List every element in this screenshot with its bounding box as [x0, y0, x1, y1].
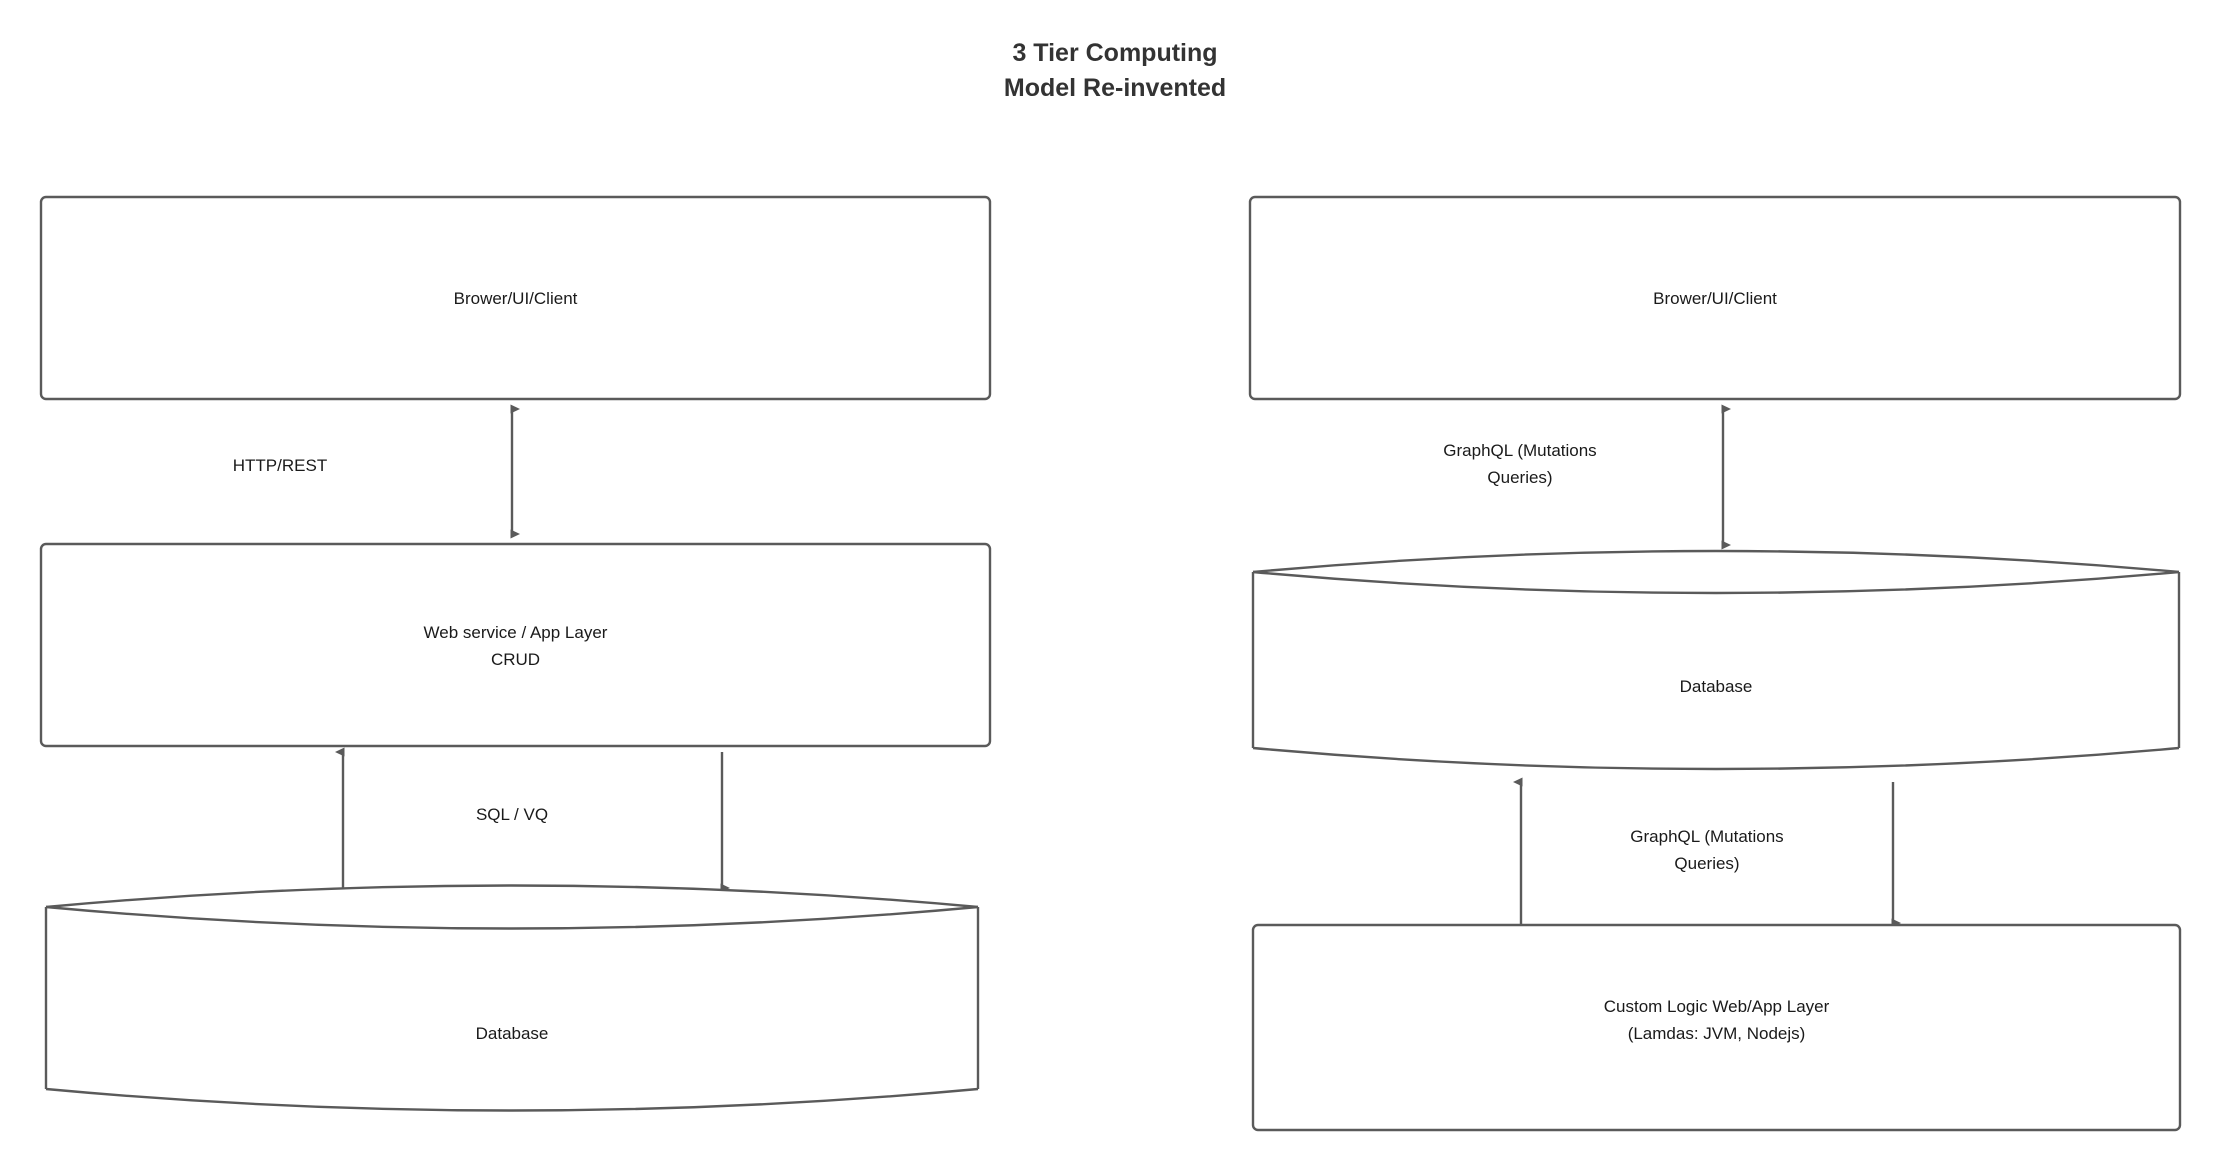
node-right-database[interactable]	[1251, 549, 2181, 775]
node-left-client[interactable]	[39, 195, 992, 401]
node-left-database[interactable]	[44, 884, 980, 1118]
node-right-custom-logic[interactable]	[1251, 923, 2182, 1132]
node-left-app-layer[interactable]	[39, 542, 992, 748]
page-title: 3 Tier Computing Model Re-invented	[1003, 39, 1227, 102]
node-right-client[interactable]	[1248, 195, 2182, 401]
